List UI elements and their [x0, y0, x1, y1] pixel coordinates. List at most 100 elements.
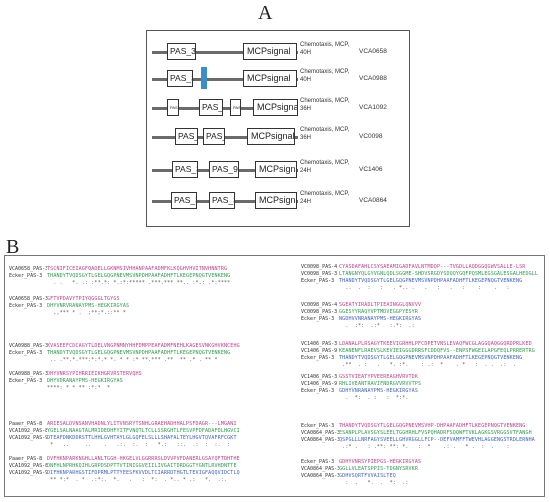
protein-backbone — [152, 136, 298, 139]
sequence-residues: DHYVNRSYPIHRRIEIKHGRVRSTERVQHS — [47, 371, 142, 377]
alignment-line: .. .**.*.***:*:*.* *. * * :* **.*** .** … — [9, 357, 240, 364]
sequence-name: VC1406_PAS-9 — [301, 381, 338, 387]
conservation-line: : . *. . *: .: — [339, 480, 409, 486]
sequence-residues: GGLLVLEATSPPIS-TDGNYSRVKR — [339, 466, 419, 472]
alignment-line: ,,*** * . ;**;*.::** * — [9, 310, 129, 317]
domain-box: PAS_3 — [172, 161, 198, 178]
sequence-name: VCA1092_PAS-8 — [9, 463, 47, 469]
sequence-name: Ecker_PAS-3 — [301, 388, 335, 394]
sequence-name: VCA1092_PAS-8 — [9, 428, 47, 434]
protein-description: Chemotaxis, MCP, 24H — [300, 191, 350, 205]
sequence-name: VC0098_PAS-3 — [301, 309, 338, 315]
sequence-residues: KEANENFLRAEVSLKEVIEIGGGDRRSFCDDQFVS--ENP… — [339, 348, 535, 354]
alignment-line: . *: . : : *:*. — [301, 395, 421, 402]
protein-description: Chemotaxis, MCP, 40H — [300, 69, 350, 83]
sequence-name: VCA1092_PAS-9 — [9, 435, 47, 441]
alignment-line: VCA0864_PAS-3_1ESANPLPLAVSGYSLEELTGGHRHL… — [301, 430, 535, 437]
sequence-residues: GFTVPDAVYTPIYQGGGLTGYGS — [47, 296, 120, 302]
sequence-residues: NGDHVVNRANAYPMS-HEGKIRGYAS — [339, 316, 422, 322]
conservation-line: .. . : : . *.. . . : . : : . : — [339, 285, 516, 291]
sequence-residues: THANDYTVQDSGYTLGELGQGPNEVMSVNPDHPAAFADHF… — [47, 350, 231, 356]
domain-box: PAS_3 — [203, 128, 225, 145]
sequence-residues: DTEAFDNKDDRSTTLHHLGVHTAYLGLGQFELSLLLSHAF… — [47, 435, 237, 441]
alignment-line: .** . : . *. :*. : .: * . * : . . .: . — [301, 362, 535, 369]
transmembrane-marker — [201, 67, 207, 89]
sequence-residues: THANDYTVQDSGYTLGELGQGPNEVMSVNPDHPAAFADHF… — [339, 355, 523, 361]
sequence-residues: GDHYVNRSYPIEPGS-HEGKIRGYAS — [339, 459, 422, 465]
sequence-name: VC1406_PAS-9 — [301, 348, 338, 354]
domain-architecture-panel: PAS_3 MCPsignal Chemotaxis, MCP, 40H VCA… — [146, 30, 410, 227]
sequence-residues: LDANALPLRSAGYTKEEVIGRHHLPFCDPETVNSLEVAQF… — [339, 341, 532, 347]
conservation-line: ** *:* . * .:*:. *. . : *: . *.. * .: *.… — [47, 477, 234, 483]
gene-id: VCA0988 — [359, 75, 387, 82]
sequence-residues: DVFHKNPARKNGHLLANLTGGH-HKGELVLGGRRRSLDVV… — [47, 456, 240, 462]
domain-row: PAS_3 MCPsignal Chemotaxis, MCP, 40H VCA… — [147, 37, 409, 67]
sequence-residues: TSCNIFICEIAGFQADELLGKNMSIVHHANPAAFADMFKL… — [47, 266, 228, 272]
sequence-name — [301, 323, 339, 330]
sequence-residues: SGEATYIRADLTPIEAINGGLQNVVV — [339, 302, 422, 308]
sequence-name: VCA0658_PAS-3 — [9, 266, 47, 272]
domain-box: PAS_3 — [167, 70, 193, 87]
sequence-residues: DNFHLNPRHKQIHLGRPDSDPTTVTINIGGVEIILIVGAI… — [47, 463, 237, 469]
sequence-residues: LTANGNYQLGYVGNLQDLSGGME-SHDVSRGDYSDQQYGQ… — [339, 271, 539, 277]
domain-row: PAS PAS_9 PAS MCPsignal Chemotaxis, MCP,… — [147, 93, 409, 123]
sequence-name: Ecker_PAS-3 — [301, 316, 335, 322]
domain-row: PAS_3 PAS_9 MCPsignal Chemotaxis, MCP, 2… — [147, 155, 409, 185]
domain-box: MCPsignal — [253, 99, 298, 116]
sequence-name: Paaer_PAS-8 — [9, 456, 43, 462]
protein-backbone — [152, 51, 298, 54]
domain-box: MCPsignal — [255, 192, 297, 209]
alignment-line: Ecker_PAS-3 GDHYVNRANAYPMS-HEGKIRGYAS — [301, 388, 421, 395]
alignment-line: .:* . : .**: **: *. : * .: . * . : . : — [301, 444, 535, 451]
sequence-name: Ecker_PAS-3 — [9, 378, 43, 384]
conservation-line: * .. .. . .:. :. : *.: ::. .: : :. : — [47, 442, 237, 448]
alignment-line: * .. .. . .:. :. : *.: ::. .: : :. : — [9, 442, 240, 449]
sequence-residues: GDHYVNRANAYPMS-HEGKIRGYAS — [339, 388, 419, 394]
alignment-line: Paaer_PAS-8 DVFHKNPARKNGHLLANLTGGH-HKGELV… — [9, 456, 240, 463]
alignment-line: .. . : : . *.. . . : . : : . : — [301, 285, 538, 292]
sequence-residues: THANDYTVQDSGYTLGELGQGPNEVMSVHP-DHPAAFADH… — [339, 423, 526, 429]
sequence-name — [9, 385, 47, 392]
domain-box: MCPsignal — [243, 70, 297, 87]
gene-id: VCA0658 — [359, 48, 387, 55]
domain-row: PAS_3 PAS_3 MCPsignal Chemotaxis, MCP, 2… — [147, 186, 409, 216]
sequence-name: Ecker_PAS-3 — [9, 273, 43, 279]
sequence-name: VCA0988_PAS-3 — [9, 343, 47, 349]
alignment-line: VCA0864_PAS-3_1GGLLVLEATSPPIS-TDGNYSRVKR — [301, 466, 421, 473]
domain-box: PAS_9 — [199, 99, 223, 116]
sequence-name — [9, 357, 47, 364]
alignment-line: VCA0864_PAS-3_2QSPGLLLNRFAGYSVEELLGHVRGG… — [301, 437, 535, 444]
sequence-residues: ARIESALDVNSANVHADNLYLITVNSRYTSNHLGRAEHAD… — [47, 421, 237, 427]
domain-box: PAS_9 — [209, 161, 239, 178]
panel-b-letter: B — [6, 236, 20, 258]
conservation-line: .. .**.*.***:*:*.* *. * * :* **.*** .** … — [47, 357, 224, 363]
sequence-name — [301, 395, 339, 402]
protein-description: Chemotaxis, MCP, 24H — [300, 160, 350, 174]
sequence-name — [301, 362, 339, 369]
gene-id: VCA0864 — [359, 197, 387, 204]
sequence-residues: QSPGLLLNRFAGYSVEELLGHVRGGLLFCP--DEFVAMFF… — [339, 437, 535, 443]
gene-id: VC0098 — [359, 133, 383, 140]
protein-backbone — [152, 78, 298, 81]
sequence-name: VCA0864_PAS-3_2 — [301, 473, 339, 479]
sequence-name — [9, 442, 47, 449]
domain-box: PAS_4 — [175, 128, 198, 145]
